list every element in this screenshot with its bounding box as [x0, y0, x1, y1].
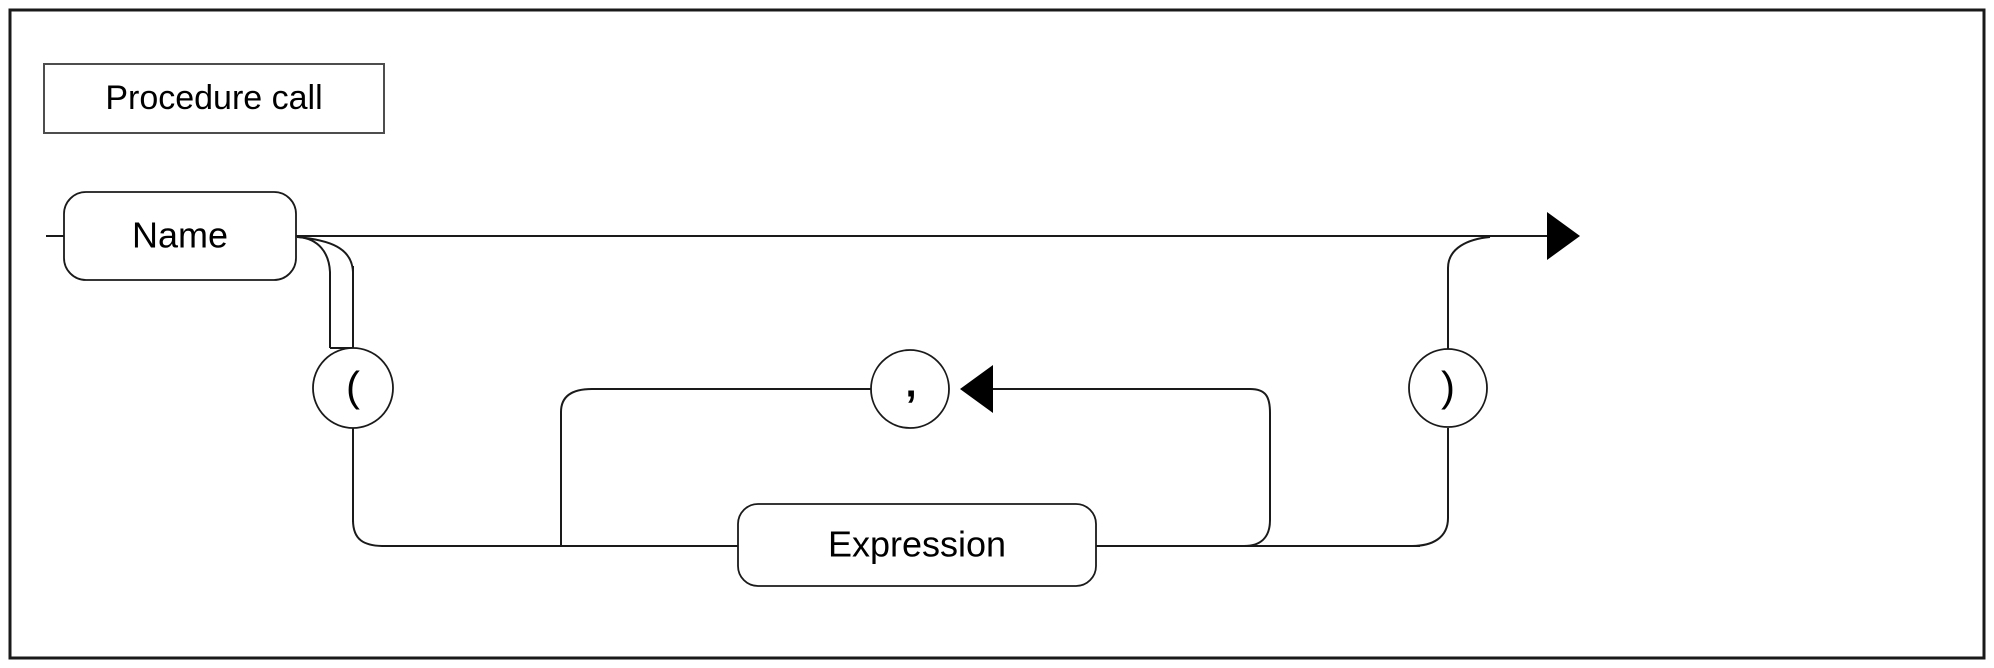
- lower-rail-tail: [1244, 428, 1449, 547]
- title-box: [43, 63, 385, 134]
- node-close-paren-circle[interactable]: [1408, 348, 1488, 428]
- node-name-box[interactable]: [63, 191, 297, 281]
- node-expression-box[interactable]: [737, 503, 1097, 587]
- node-comma-group[interactable]: ,: [870, 349, 950, 429]
- node-name-group[interactable]: Name: [63, 191, 297, 281]
- title-box-group: Procedure call: [43, 63, 385, 134]
- node-open-paren-circle[interactable]: [312, 347, 394, 429]
- node-comma-circle[interactable]: [870, 349, 950, 429]
- node-expression-label: Expression: [828, 524, 1006, 565]
- node-close-paren-group[interactable]: ): [1408, 348, 1488, 428]
- loop-arrowhead: [960, 365, 993, 413]
- node-name-label: Name: [132, 215, 228, 256]
- repeat-loop-left-riser: [560, 388, 871, 546]
- title-label: Procedure call: [105, 79, 322, 117]
- node-open-paren-label: (: [346, 363, 360, 410]
- open-paren-to-lower-rail: [352, 428, 561, 547]
- node-expression-group[interactable]: Expression: [737, 503, 1097, 587]
- node-close-paren-label: ): [1441, 363, 1455, 410]
- close-paren-stem: [1447, 236, 1491, 349]
- open-paren-entry-curve: [296, 236, 354, 273]
- node-comma-label: ,: [905, 362, 916, 406]
- node-open-paren-group[interactable]: (: [312, 347, 394, 429]
- exit-arrowhead: [1547, 212, 1580, 260]
